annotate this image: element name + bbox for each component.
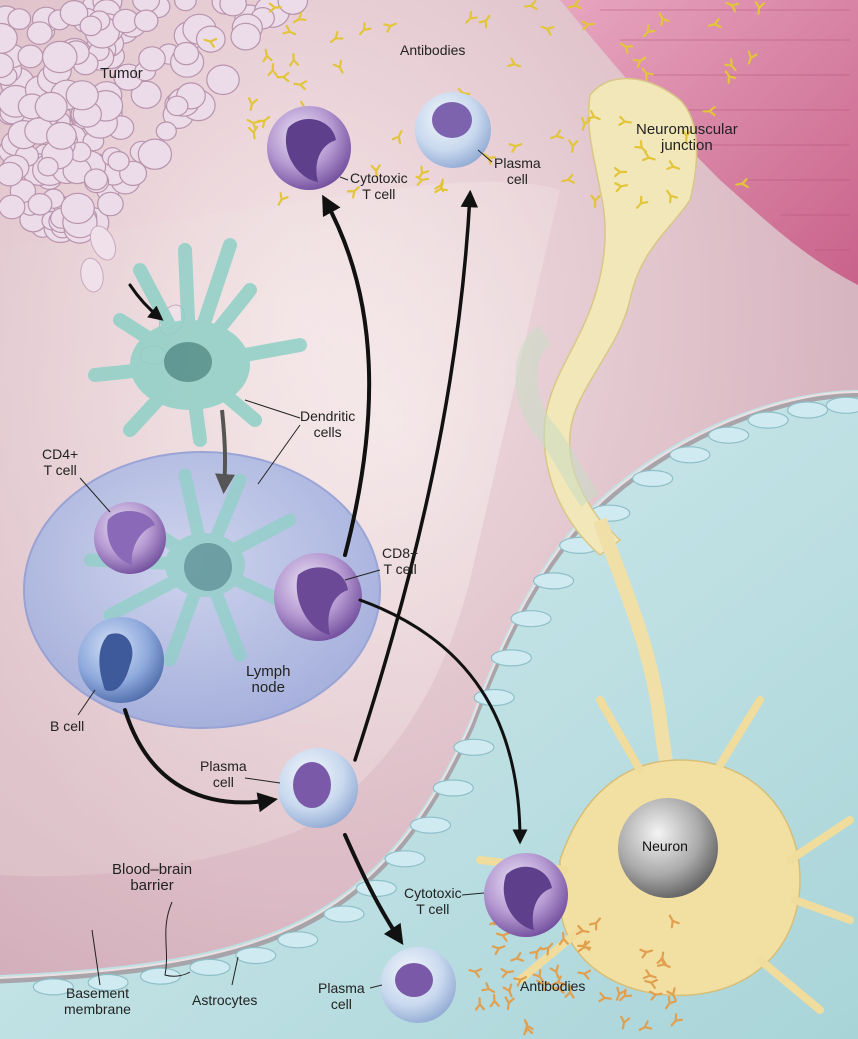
tumor-cell	[38, 158, 58, 176]
label-cytotoxic-t-cell-bottom: Cytotoxic T cell	[404, 885, 462, 917]
plasma-cell-top	[415, 92, 491, 168]
astrocyte-endfoot	[534, 573, 574, 589]
cd4-t-cell	[94, 502, 166, 574]
label-lymph-node: Lymph node	[246, 664, 290, 696]
label-neuron: Neuron	[642, 838, 688, 854]
label-plasma-cell-mid: Plasma cell	[200, 758, 247, 790]
astrocyte-endfoot	[709, 427, 749, 443]
label-plasma-cell-bottom: Plasma cell	[318, 980, 365, 1012]
tumor-cell	[66, 81, 98, 110]
tumor-cell	[135, 10, 158, 31]
astrocyte-endfoot	[433, 780, 473, 796]
label-blood-brain-barrier: Blood–brain barrier	[112, 862, 192, 894]
cd8-t-cell	[274, 553, 362, 641]
label-cd8-t-cell: CD8+ T cell	[382, 545, 418, 577]
tumor-cell	[98, 192, 124, 215]
astrocyte-endfoot	[324, 906, 364, 922]
astrocyte-endfoot	[826, 397, 858, 413]
label-antibodies-bottom: Antibodies	[520, 978, 585, 994]
astrocyte-endfoot	[474, 690, 514, 706]
label-astrocytes: Astrocytes	[192, 992, 257, 1008]
tumor-cell	[85, 169, 108, 190]
tumor-cell	[167, 96, 188, 115]
tumor-cell	[108, 152, 129, 171]
astrocyte-endfoot	[236, 948, 276, 964]
label-plasma-cell-top: Plasma cell	[494, 155, 541, 187]
tumor-cell	[0, 195, 25, 219]
tumor-cell	[156, 122, 176, 140]
astrocyte-endfoot	[670, 447, 710, 463]
label-dendritic-cells: Dendritic cells	[300, 408, 355, 440]
astrocyte-endfoot	[788, 402, 828, 418]
tumor-cell	[47, 122, 77, 149]
astrocyte-endfoot	[356, 880, 396, 896]
cytotoxic-t-cell-bottom	[484, 853, 568, 937]
astrocyte-endfoot	[491, 650, 531, 666]
plasma-cell-mid	[278, 748, 358, 828]
astrocyte-endfoot	[411, 817, 451, 833]
label-cd4-t-cell: CD4+ T cell	[42, 446, 78, 478]
astrocyte-endfoot	[748, 412, 788, 428]
astrocyte-endfoot	[633, 471, 673, 487]
b-cell	[78, 617, 164, 703]
tumor-cell	[35, 92, 67, 121]
label-b-cell: B cell	[50, 718, 84, 734]
tumor-cell	[231, 23, 260, 50]
label-antibodies-top: Antibodies	[400, 42, 465, 58]
tumor-cell	[174, 43, 199, 65]
astrocyte-endfoot	[454, 739, 494, 755]
tumor-cell	[61, 193, 94, 223]
tumor-cell	[138, 139, 171, 169]
astrocyte-endfoot	[385, 851, 425, 867]
label-basement-membrane: Basement membrane	[64, 985, 131, 1017]
tumor-cell	[27, 22, 52, 45]
plasma-cell-bottom	[380, 947, 456, 1023]
astrocyte-endfoot	[278, 932, 318, 948]
label-neuromuscular-junction: Neuromuscular junction	[636, 122, 738, 154]
tumor-cell	[80, 16, 101, 35]
tumor-cell	[28, 194, 52, 215]
cytotoxic-t-cell-top	[267, 106, 351, 190]
label-tumor: Tumor	[100, 66, 143, 82]
label-cytotoxic-t-cell-top: Cytotoxic T cell	[350, 170, 408, 202]
astrocyte-endfoot	[511, 611, 551, 627]
tumor-cell	[197, 26, 226, 52]
tumor-cell	[43, 41, 77, 72]
tumor-cell	[207, 65, 239, 94]
tumor-cell	[0, 162, 23, 186]
tumor-cell	[18, 45, 43, 68]
astrocyte-endfoot	[190, 959, 230, 975]
